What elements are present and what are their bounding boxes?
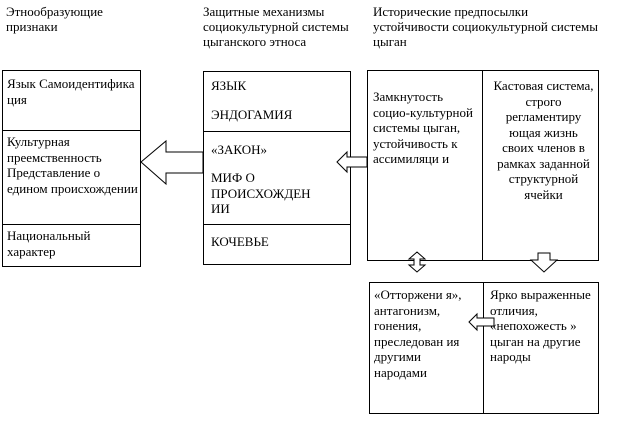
mechanism-endogamy: ЭНДОГАМИЯ bbox=[211, 107, 293, 122]
arrow-left-large-icon bbox=[140, 139, 204, 186]
arrow-down-icon bbox=[529, 252, 559, 273]
ethnic-features-box bbox=[2, 70, 141, 267]
divider bbox=[482, 70, 483, 261]
ethnic-feature-cultural-continuity: Культурная преемственность Представление… bbox=[7, 134, 138, 196]
historical-preconditions-box bbox=[367, 70, 599, 261]
ethnic-feature-language-identity: Язык Самоидентифика ция bbox=[7, 76, 135, 107]
mechanism-origin-myth: МИФ О ПРОИСХОЖДЕН ИИ bbox=[211, 170, 311, 216]
header-ethnic-features: Этнообразующие признаки bbox=[6, 4, 103, 34]
header-protective-mechanisms: Защитные механизмы социокультурной систе… bbox=[203, 4, 349, 49]
divider bbox=[203, 224, 351, 225]
divider bbox=[483, 282, 484, 414]
divider bbox=[2, 224, 141, 225]
consequence-distinctiveness: Ярко выраженные отличия, «непохожесть » … bbox=[490, 287, 591, 364]
precondition-closed-system: Замкнутость социо-культурной системы цыг… bbox=[373, 89, 473, 166]
mechanism-language: ЯЗЫК bbox=[211, 78, 247, 93]
arrow-up-down-icon bbox=[407, 251, 427, 273]
arrow-left-inner-icon bbox=[468, 312, 495, 332]
divider bbox=[203, 131, 351, 132]
consequences-box bbox=[369, 282, 599, 414]
header-historical-preconditions: Исторические предпосылки устойчивости со… bbox=[373, 4, 599, 49]
mechanism-nomadism: КОЧЕВЬЕ bbox=[211, 234, 269, 249]
protective-mechanisms-box bbox=[203, 71, 351, 265]
arrow-left-small-icon bbox=[336, 150, 368, 174]
consequence-rejection: «Отторжени я», антагонизм, гонения, прес… bbox=[374, 287, 462, 380]
precondition-caste-system: Кастовая система, строго регламентиру ющ… bbox=[493, 78, 594, 202]
ethnic-feature-national-character: Национальный характер bbox=[7, 228, 91, 259]
mechanism-law: «ЗАКОН» bbox=[211, 142, 268, 157]
divider bbox=[2, 130, 141, 131]
